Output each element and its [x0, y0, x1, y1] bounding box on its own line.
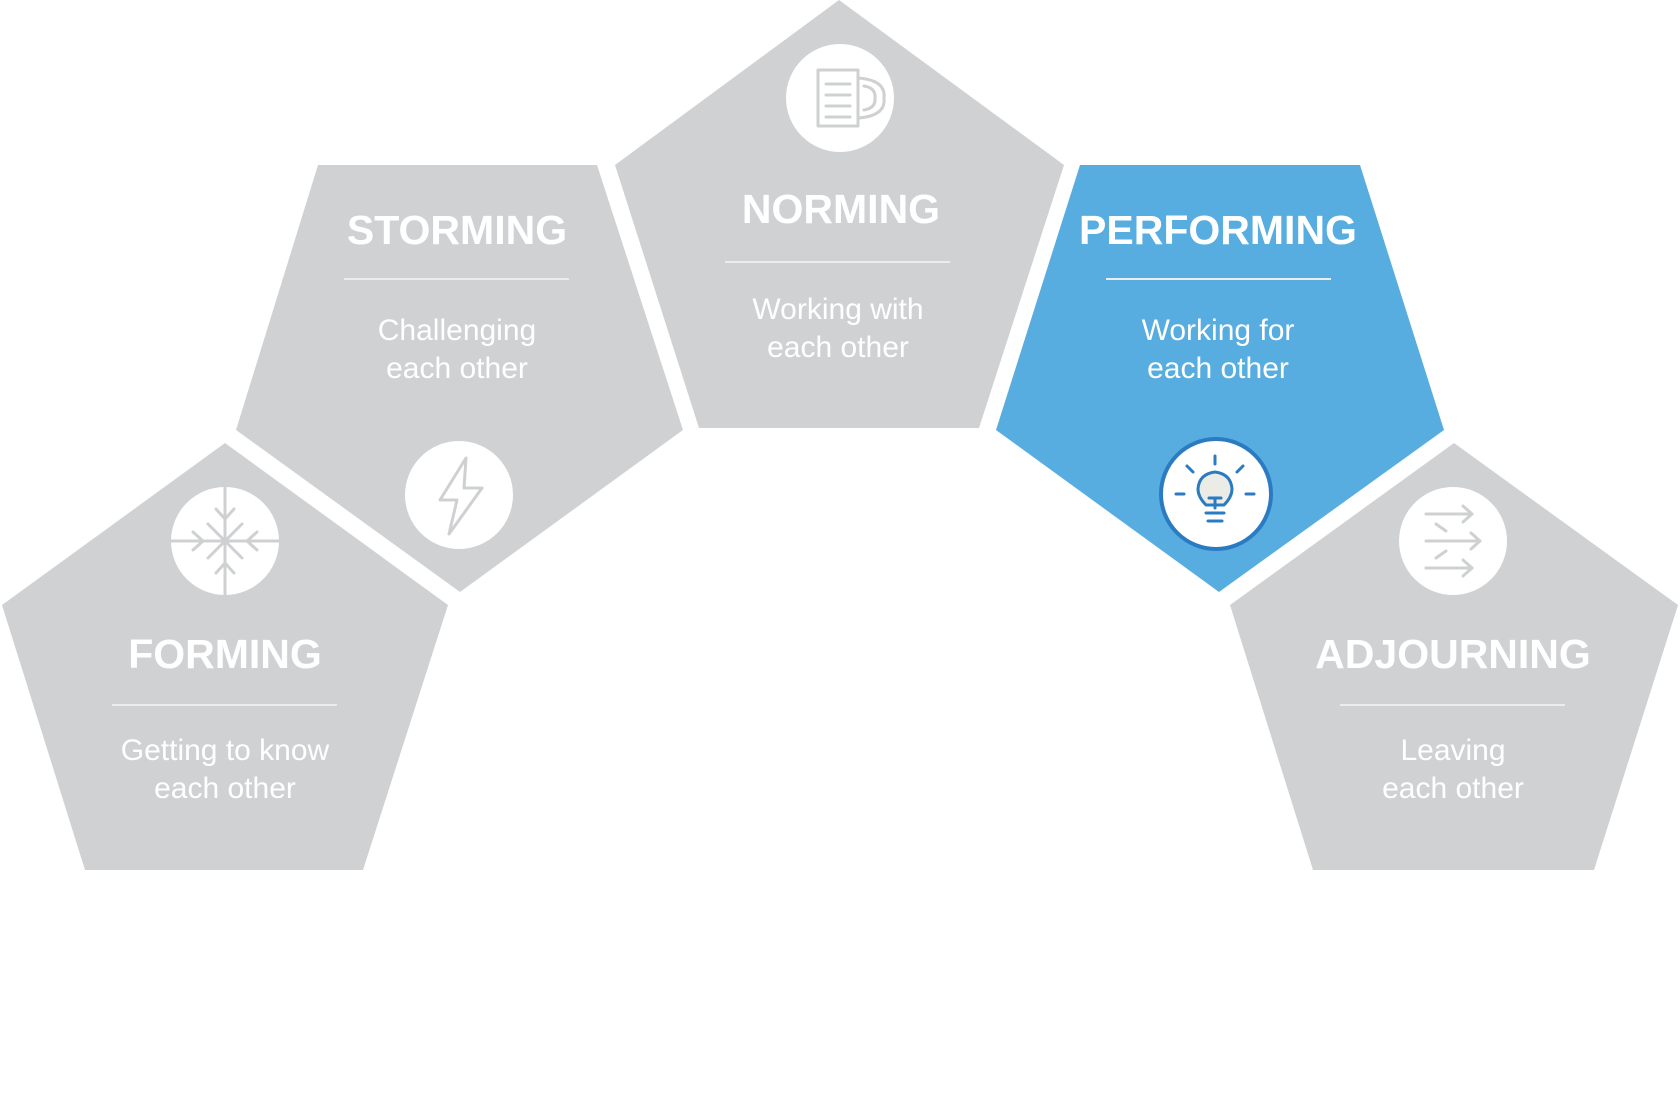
lightning-bolt-icon — [438, 456, 484, 536]
stage-norming: NORMING Working with each other — [615, 0, 1064, 428]
stage-storming-icon-circle — [405, 441, 513, 549]
stage-norming-title: NORMING — [742, 186, 940, 232]
lightbulb-icon — [1174, 454, 1256, 523]
stage-storming: STORMING Challenging each other — [236, 165, 683, 592]
stage-storming-subtitle-line2: each other — [386, 352, 528, 385]
stage-storming-pentagon — [236, 165, 683, 592]
stage-performing: PERFORMING Working for each other — [996, 165, 1444, 592]
stage-adjourning-icon-group — [1399, 487, 1507, 595]
arrows-inward-icon — [169, 485, 281, 597]
stage-adjourning-title: ADJOURNING — [1315, 631, 1591, 677]
stage-performing-subtitle-line2: each other — [1147, 352, 1289, 385]
stage-performing-subtitle-line1: Working for — [1142, 314, 1295, 347]
stage-norming-icon-group — [786, 44, 894, 152]
arrows-outward-icon — [1424, 504, 1482, 578]
chat-bubbles-icon — [816, 68, 886, 128]
stage-performing-title: PERFORMING — [1079, 207, 1357, 253]
stage-forming-title: FORMING — [128, 631, 322, 677]
stage-storming-title: STORMING — [347, 207, 567, 253]
stage-norming-subtitle-line2: each other — [767, 331, 909, 364]
stage-adjourning: ADJOURNING Leaving each other — [1230, 443, 1678, 870]
stage-adjourning-subtitle-line1: Leaving — [1400, 734, 1505, 767]
stage-adjourning-pentagon — [1230, 443, 1678, 870]
stage-performing-pentagon — [996, 165, 1444, 592]
stage-adjourning-subtitle-line2: each other — [1382, 772, 1524, 805]
stage-forming: FORMING Getting to know each other — [2, 443, 448, 870]
stage-forming-pentagon — [2, 443, 448, 870]
stage-forming-icon-group — [169, 485, 281, 597]
stage-storming-subtitle-line1: Challenging — [378, 314, 536, 347]
stage-norming-subtitle-line1: Working with — [752, 293, 923, 326]
stage-forming-subtitle-line2: each other — [154, 772, 296, 805]
stage-forming-subtitle-line1: Getting to know — [121, 734, 330, 767]
stage-performing-icon-group — [1159, 437, 1273, 551]
stage-norming-icon-circle — [786, 44, 894, 152]
stage-storming-icon-group — [405, 441, 513, 549]
stage-norming-pentagon — [615, 0, 1064, 428]
